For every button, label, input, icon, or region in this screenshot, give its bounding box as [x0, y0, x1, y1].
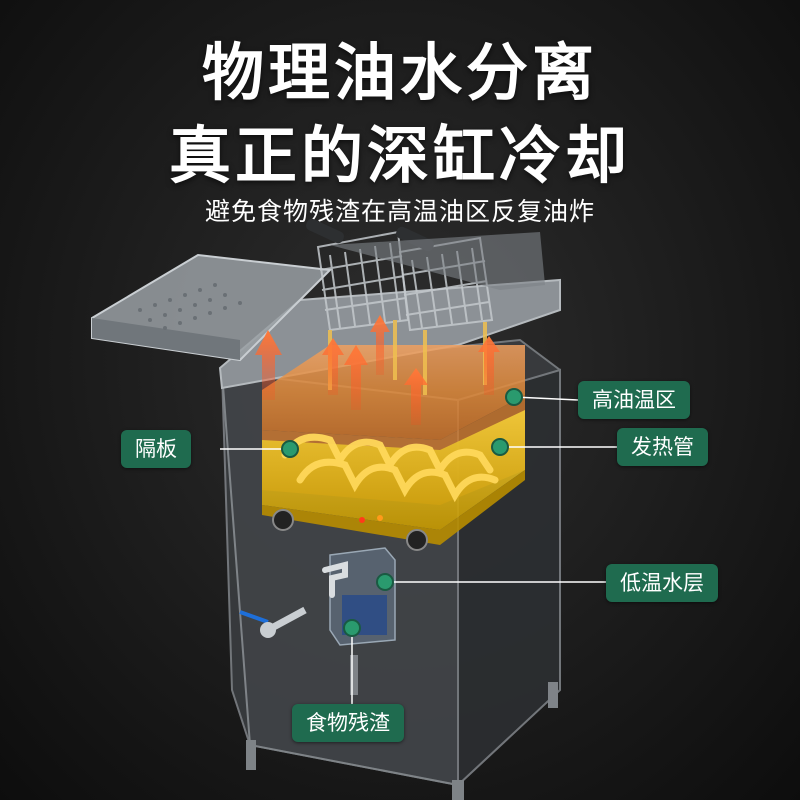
headline-line-1: 物理油水分离: [201, 36, 598, 109]
headline-line-2: 真正的深缸冷却: [168, 119, 631, 192]
marker-dots: [281, 388, 523, 637]
drain-valve: [239, 606, 307, 638]
knob-left: [272, 509, 294, 531]
callout-low-water-layer: 低温水层: [606, 564, 718, 602]
heat-arrows: [255, 315, 500, 425]
subtitle: 避免食物残渣在高温油区反复油炸: [204, 197, 595, 226]
callout-divider: 隔板: [121, 430, 191, 468]
high-oil-zone: [262, 345, 525, 440]
fryer-basket-left: [316, 230, 410, 390]
callout-food-residue: 食物残渣: [292, 704, 404, 742]
knob-right: [406, 529, 428, 551]
leader-lines: [220, 396, 617, 704]
basket-handle-left: [305, 218, 345, 244]
heating-tube: [281, 433, 499, 503]
callout-high-oil-zone: 高油温区: [578, 381, 690, 419]
faucet: [322, 561, 348, 598]
back-panel: [330, 232, 545, 290]
drain-tray: [91, 253, 333, 362]
callout-heating-tube: 发热管: [617, 428, 708, 466]
